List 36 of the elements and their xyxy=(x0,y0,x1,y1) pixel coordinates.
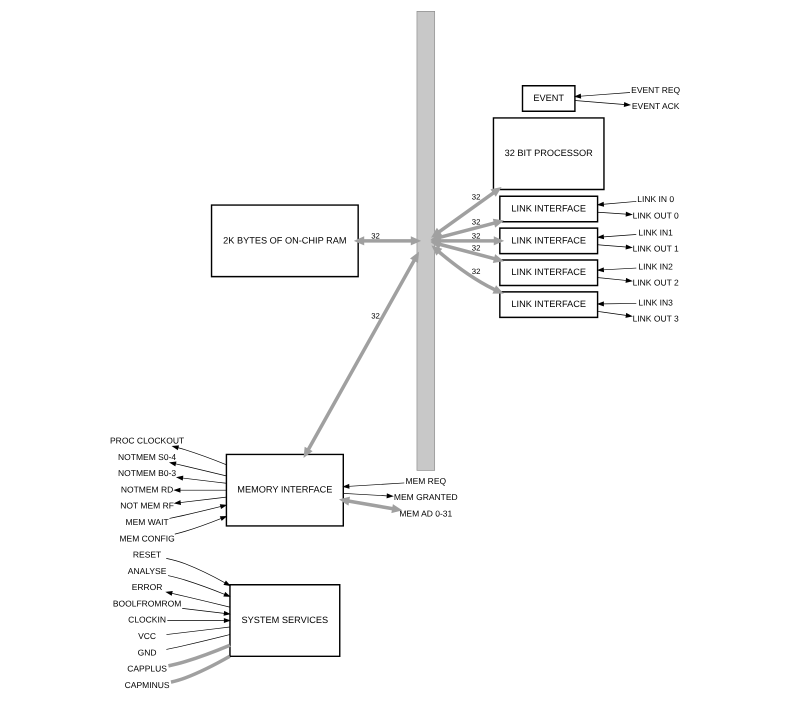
node-text: EVENT ACK xyxy=(632,101,680,112)
edge-label: 32 xyxy=(472,267,480,276)
node-text: LINK OUT 0 xyxy=(632,210,679,220)
node-text: MEM GRANTED xyxy=(394,492,458,502)
node-text: LINK OUT 1 xyxy=(632,244,679,254)
node-text: RESET xyxy=(132,550,162,560)
node-text: NOTMEM B0-3 xyxy=(118,468,176,478)
node-text: LINK OUT 2 xyxy=(632,278,679,288)
node-text: LINK IN3 xyxy=(638,297,673,308)
node-text: MEM REQ xyxy=(406,476,446,486)
node-text: MEM CONFIG xyxy=(119,533,175,544)
node-text: EVENT REQ xyxy=(631,84,680,95)
node-text: ERROR xyxy=(132,582,162,592)
edge-label: 32 xyxy=(472,244,480,253)
edge-label: 32 xyxy=(472,217,480,226)
node-text: LINK IN2 xyxy=(638,261,673,272)
node-text: CAPMINUS xyxy=(124,680,170,690)
node-text: MEM AD 0-31 xyxy=(399,508,452,518)
edge-label: 32 xyxy=(371,232,380,241)
node-text: GND xyxy=(138,647,157,658)
node-text: NOTMEM S0-4 xyxy=(118,452,176,462)
node-text: CLOCKIN xyxy=(128,614,166,625)
node-text: NOTMEM RD xyxy=(120,484,174,494)
node-text: LINK IN 0 xyxy=(637,194,674,204)
node-text: CAPPLUS xyxy=(127,664,167,674)
node-text: MEM WAIT xyxy=(126,516,169,527)
edge-label: 32 xyxy=(472,192,480,202)
node-text: LINK IN1 xyxy=(638,227,673,238)
node-text: ANALYSE xyxy=(128,566,166,576)
node-text: VCC xyxy=(138,631,156,642)
edge-label: 32 xyxy=(371,312,380,321)
node-text: NOT MEM RF xyxy=(120,500,174,511)
node-text: LINK OUT 3 xyxy=(632,314,679,324)
edge-label: 32 xyxy=(472,232,480,241)
node-text: BOOLFROMROM xyxy=(112,598,182,608)
node-text: PROC CLOCKOUT xyxy=(110,436,184,446)
